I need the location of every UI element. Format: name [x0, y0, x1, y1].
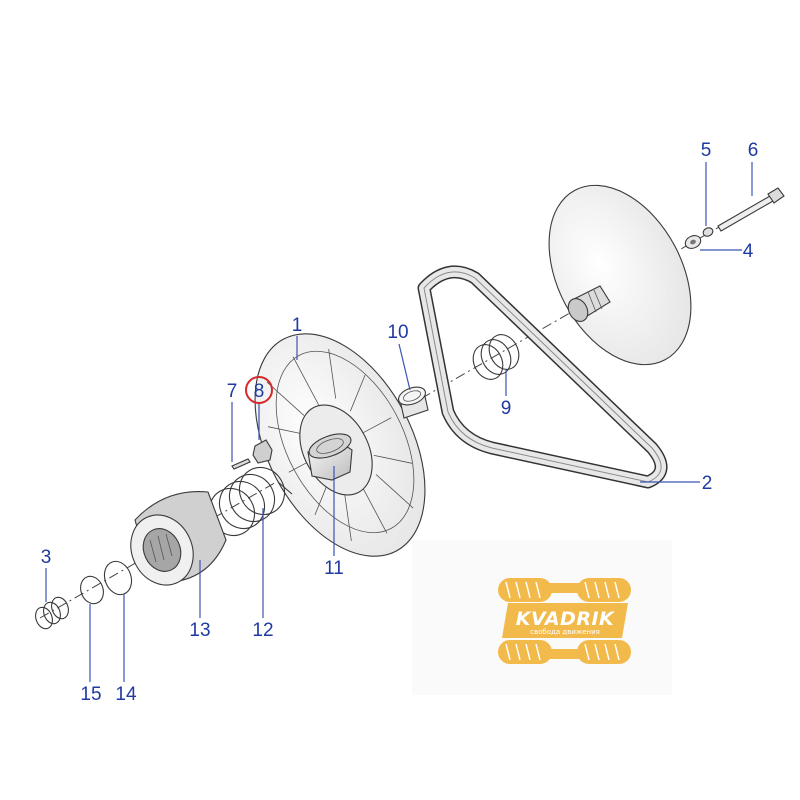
part-snap-ring-small[interactable]: [77, 573, 107, 607]
part-ring[interactable]: [396, 384, 429, 419]
callout-14[interactable]: 14: [115, 684, 137, 705]
part-drive-belt[interactable]: [417, 265, 668, 489]
callout-15[interactable]: 15: [80, 684, 101, 705]
leader-lines: [45, 162, 753, 682]
callout-4[interactable]: 4: [743, 241, 754, 262]
callout-9[interactable]: 9: [501, 398, 512, 419]
callout-11[interactable]: 11: [324, 558, 344, 579]
tire-icon: [498, 578, 631, 664]
part-spring-small[interactable]: [468, 330, 525, 384]
part-slider-button[interactable]: [252, 439, 273, 464]
watermark-tagline: свобода движения: [530, 628, 600, 636]
callout-10[interactable]: 10: [387, 322, 408, 343]
part-bolt[interactable]: [717, 187, 785, 232]
part-washer-small[interactable]: [702, 226, 714, 237]
part-fixed-sheave[interactable]: [520, 161, 720, 389]
callout-12[interactable]: 12: [252, 620, 273, 641]
callout-2[interactable]: 2: [702, 473, 713, 494]
part-washer-large[interactable]: [683, 233, 703, 251]
callout-7[interactable]: 7: [227, 381, 238, 402]
callout-labels: 1 2 3 4 5 6 7 8 9 10 11 12 13 14 15: [41, 140, 759, 705]
part-hub-bushing[interactable]: [306, 429, 354, 481]
watermark-brand: KVADRIK: [516, 608, 615, 630]
callout-8[interactable]: 8: [254, 381, 265, 402]
callout-1[interactable]: 1: [292, 315, 303, 336]
callout-13[interactable]: 13: [189, 620, 210, 641]
part-shim-washers[interactable]: [33, 595, 72, 631]
callout-5[interactable]: 5: [701, 140, 712, 161]
watermark-logo: KVADRIK свобода движения: [412, 540, 672, 695]
part-pin[interactable]: [231, 458, 251, 470]
part-snap-ring-large[interactable]: [100, 558, 136, 599]
part-helix-cam[interactable]: [120, 491, 227, 596]
highlight-ring: [245, 376, 273, 404]
callout-6[interactable]: 6: [748, 140, 759, 161]
callout-3[interactable]: 3: [41, 547, 52, 568]
